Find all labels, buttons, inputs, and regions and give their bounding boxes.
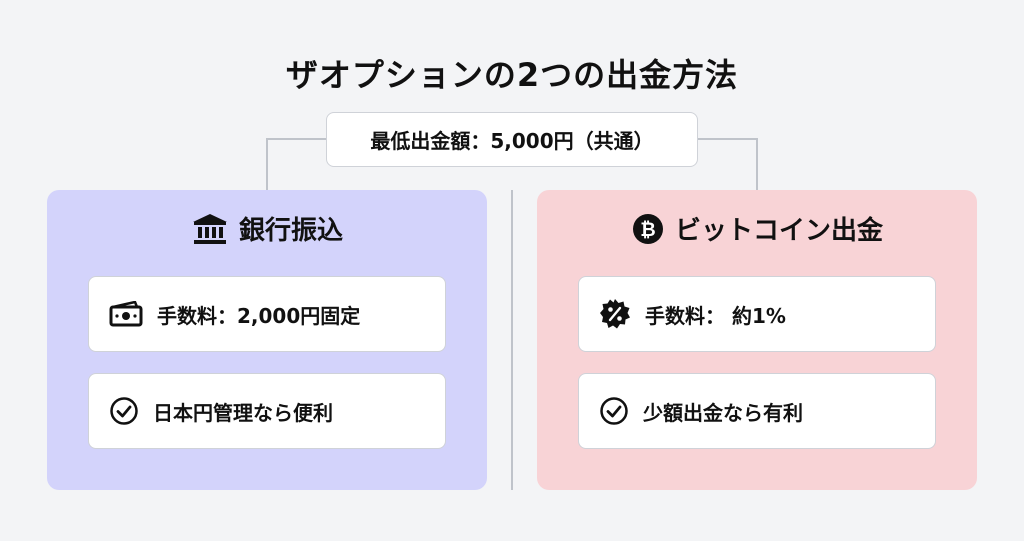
check-circle-icon xyxy=(109,396,139,426)
bank-benefit-card: 日本円管理なら便利 xyxy=(88,373,446,449)
bank-benefit-text: 日本円管理なら便利 xyxy=(153,400,333,425)
bank-transfer-heading: 銀行振込 xyxy=(47,210,487,247)
bank-icon xyxy=(191,212,229,246)
bitcoin-benefit-card: 少額出金なら有利 xyxy=(578,373,936,449)
svg-text:₿: ₿ xyxy=(640,219,655,241)
bitcoin-benefit-text: 少額出金なら有利 xyxy=(643,400,803,425)
cash-icon xyxy=(109,301,143,327)
check-circle-icon xyxy=(599,396,629,426)
bank-fee-text: 手数料：2,000円固定 xyxy=(157,303,361,328)
page-title: ザオプションの2つの出金方法 xyxy=(285,56,739,94)
bitcoin-withdrawal-heading: ₿ ビットコイン出金 xyxy=(537,210,977,247)
bank-transfer-panel: 銀行振込 手数料：2,000円固定 日本円管理なら便利 xyxy=(47,190,487,490)
bitcoin-icon: ₿ xyxy=(631,212,665,246)
bitcoin-withdrawal-title: ビットコイン出金 xyxy=(674,216,883,246)
percent-badge-icon xyxy=(599,298,631,330)
bitcoin-fee-card: 手数料： 約1% xyxy=(578,276,936,352)
minimum-withdrawal-box: 最低出金額：5,000円（共通） xyxy=(326,112,698,167)
bank-transfer-title: 銀行振込 xyxy=(238,216,343,246)
bitcoin-fee-text: 手数料： 約1% xyxy=(645,303,786,328)
bitcoin-withdrawal-panel: ₿ ビットコイン出金 手数料： 約1% 少額出金なら有利 xyxy=(537,190,977,490)
minimum-withdrawal-text: 最低出金額：5,000円（共通） xyxy=(370,129,654,153)
bank-fee-card: 手数料：2,000円固定 xyxy=(88,276,446,352)
